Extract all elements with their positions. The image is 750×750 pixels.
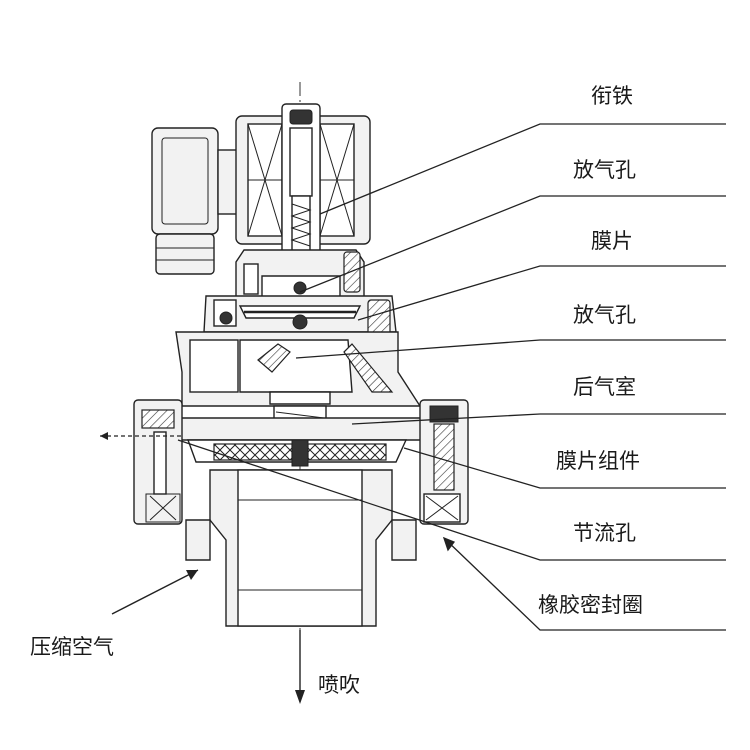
- valve-bonnet: [235, 249, 365, 301]
- leader-throttle-hole: [177, 439, 726, 561]
- leader-diaphragm-assembly: [403, 447, 726, 489]
- label-rear-chamber: 后气室: [573, 375, 636, 399]
- callout-leaders: [177, 123, 726, 631]
- callout-labels: 衔铁 放气孔 膜片 放气孔 后气室 膜片组件 节流孔 橡胶密封圈 压缩空气 喷吹: [30, 84, 643, 697]
- leader-rubber-seal: [443, 537, 726, 631]
- compressed-air-pointer: [111, 569, 199, 615]
- outlet-pipe: [185, 469, 417, 627]
- valve-main-body: [175, 331, 422, 407]
- solenoid-coil: [235, 115, 371, 245]
- label-armature: 衔铁: [591, 84, 633, 108]
- outlet-arrow: [295, 630, 305, 704]
- label-vent-hole-1: 放气孔: [573, 158, 636, 182]
- label-compressed-air: 压缩空气: [30, 635, 114, 659]
- label-diaphragm-assembly: 膜片组件: [556, 449, 640, 473]
- valve-drawing: [100, 82, 469, 704]
- leader-diaphragm: [357, 265, 726, 321]
- label-outlet-blow: 喷吹: [318, 673, 360, 697]
- leader-rear-chamber: [351, 413, 726, 425]
- inlet-indicator: [100, 432, 184, 440]
- left-flange: [133, 399, 183, 525]
- electrical-connector: [151, 127, 239, 275]
- leader-armature: [319, 123, 726, 215]
- leader-vent-hole-2: [295, 339, 726, 359]
- label-rubber-seal: 橡胶密封圈: [538, 593, 643, 617]
- label-diaphragm: 膜片: [591, 229, 633, 253]
- main-diaphragm-assembly: [149, 405, 447, 467]
- label-vent-hole-2: 放气孔: [573, 303, 636, 327]
- leader-vent-hole-1: [299, 195, 726, 293]
- label-throttle-hole: 节流孔: [573, 521, 636, 545]
- right-flange: [419, 399, 469, 525]
